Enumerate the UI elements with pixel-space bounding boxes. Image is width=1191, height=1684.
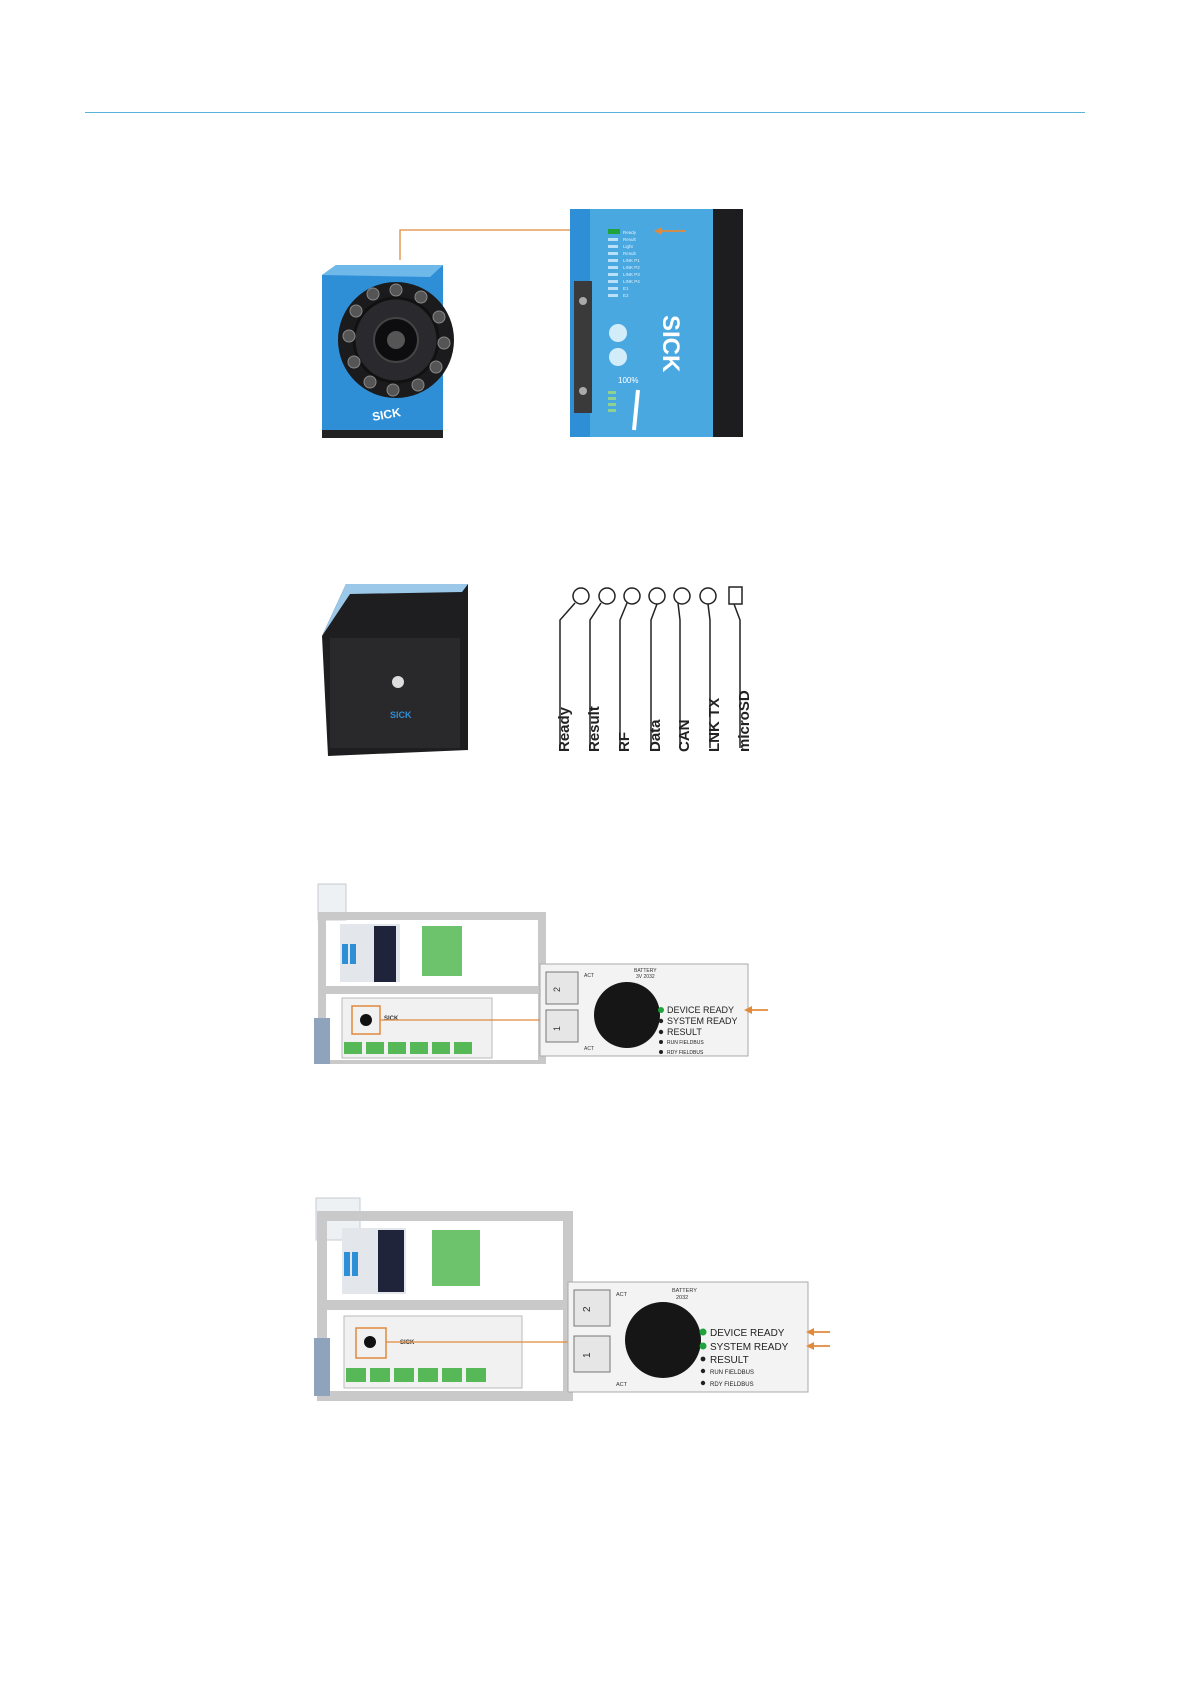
header-rule bbox=[85, 112, 1085, 113]
led-rdy-fieldbus: RDY FIELDBUS bbox=[710, 1382, 754, 1388]
legend-label-data: Data bbox=[647, 719, 664, 752]
panel-led-label: Ready bbox=[623, 230, 637, 235]
led-result: RESULT bbox=[710, 1355, 749, 1366]
figure-camera-led-panel: SICK Ready Result Light Result LINK P1 L… bbox=[318, 205, 758, 445]
panel-led-label: E2 bbox=[623, 293, 629, 298]
led-result: RESULT bbox=[667, 1027, 702, 1037]
reader-image: SICK bbox=[322, 584, 468, 756]
led-run-fieldbus: RUN FIELDBUS bbox=[667, 1040, 704, 1046]
camera-image: SICK bbox=[322, 265, 454, 438]
port-1-label: 1 bbox=[582, 1352, 593, 1358]
figure-controller-system-ready: SICK 2 1 ACT ACT BATTERY 2032 DEVICE REA… bbox=[314, 1196, 834, 1402]
battery-label: BATTERY bbox=[672, 1288, 697, 1294]
panel-led-label: Result bbox=[623, 237, 637, 242]
percent-label: 100% bbox=[618, 376, 638, 385]
act-label-top: ACT bbox=[584, 973, 594, 979]
system-ready-led bbox=[700, 1343, 707, 1350]
act-label-bottom: ACT bbox=[616, 1382, 628, 1388]
round-button-icon bbox=[609, 348, 627, 366]
legend-label-lnk-tx: LNK TX bbox=[706, 698, 723, 752]
legend-label-ready: Ready bbox=[556, 706, 573, 752]
panel-brand-logo: SICK bbox=[657, 315, 684, 373]
controller-closeup: 2 1 ACT ACT BATTERY 2032 DEVICE READY SY… bbox=[568, 1282, 808, 1392]
cabinet-image: SICK bbox=[314, 884, 542, 1064]
device-ready-led bbox=[700, 1329, 707, 1336]
legend-label-result: Result bbox=[586, 706, 603, 752]
panel-led-label: Light bbox=[623, 244, 634, 249]
led-system-ready: SYSTEM READY bbox=[710, 1342, 789, 1353]
figure-reader-led-legend: SICK Ready Result RF Data CAN LNK TX mic… bbox=[318, 578, 758, 763]
rotary-knob bbox=[594, 982, 660, 1048]
panel-led-label: LINK P1 bbox=[623, 258, 640, 263]
panel-led-label: E1 bbox=[623, 286, 629, 291]
legend-label-microsd: microSD bbox=[736, 690, 753, 752]
cabinet-image: SICK bbox=[314, 1198, 568, 1396]
led-device-ready: DEVICE READY bbox=[667, 1005, 734, 1015]
panel-led-label: LINK P4 bbox=[623, 279, 640, 284]
port-2-label: 2 bbox=[582, 1306, 593, 1312]
controller-brand-logo: SICK bbox=[400, 1340, 415, 1346]
panel-led-label: Result bbox=[623, 251, 637, 256]
legend-label-can: CAN bbox=[676, 720, 693, 753]
led-rdy-fieldbus: RDY FIELDBUS bbox=[667, 1050, 704, 1056]
port-1-label: 1 bbox=[552, 1026, 562, 1031]
led-panel-closeup: Ready Result Light Result LINK P1 LINK P… bbox=[570, 209, 743, 437]
port-2-label: 2 bbox=[552, 987, 562, 992]
round-button-icon bbox=[609, 324, 627, 342]
panel-led-label: LINK P2 bbox=[623, 265, 640, 270]
battery-type-label: 2032 bbox=[676, 1295, 688, 1301]
led-device-ready: DEVICE READY bbox=[710, 1328, 785, 1339]
led-system-ready: SYSTEM READY bbox=[667, 1016, 738, 1026]
act-label-top: ACT bbox=[616, 1292, 628, 1298]
rotary-knob bbox=[625, 1302, 701, 1378]
act-label-bottom: ACT bbox=[584, 1046, 594, 1052]
ready-led bbox=[608, 229, 620, 234]
legend-label-rf: RF bbox=[616, 732, 633, 752]
leader-line bbox=[400, 230, 570, 260]
reader-brand-logo: SICK bbox=[390, 710, 412, 720]
battery-type-label: 3V 2032 bbox=[636, 974, 655, 980]
led-run-fieldbus: RUN FIELDBUS bbox=[710, 1370, 754, 1376]
figure-controller-device-ready: SICK 2 1 ACT ACT BATTERY 3V 2032 DEVICE … bbox=[314, 882, 774, 1064]
panel-led-label: LINK P3 bbox=[623, 272, 640, 277]
device-ready-led bbox=[658, 1007, 664, 1013]
controller-closeup: 2 1 ACT ACT BATTERY 3V 2032 DEVICE READY… bbox=[540, 964, 748, 1056]
controller-brand-logo: SICK bbox=[384, 1016, 399, 1022]
